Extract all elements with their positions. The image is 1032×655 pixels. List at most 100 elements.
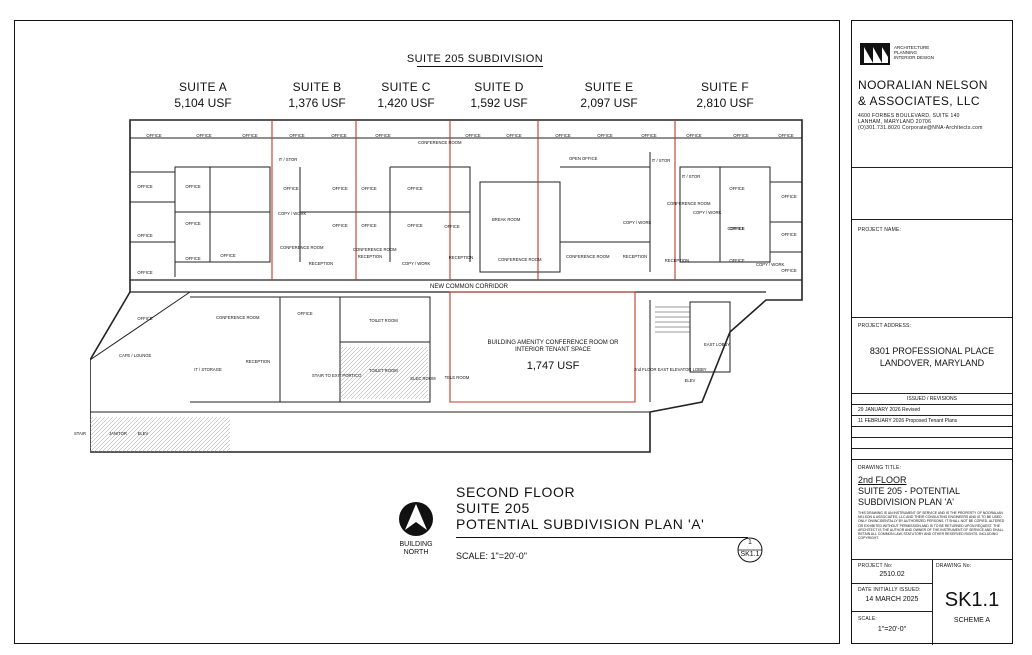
room-label: OFFICE xyxy=(407,223,423,228)
room-label: OFFICE xyxy=(686,133,702,138)
tb-divider xyxy=(852,448,1012,449)
title-line-2: SUITE 205 xyxy=(456,500,530,516)
suite-area: 2,097 USF xyxy=(580,96,638,110)
room-label: OFFICE xyxy=(137,270,153,275)
title-line-1: SECOND FLOOR xyxy=(456,484,576,500)
room-label: IT / STOR xyxy=(278,157,298,162)
tb-divider xyxy=(852,437,1012,438)
room-label: OFFICE xyxy=(778,133,794,138)
detail-bubble-icon xyxy=(737,537,763,563)
room-label: CONFERENCE ROOM xyxy=(418,140,462,145)
room-label: OFFICE xyxy=(137,316,153,321)
room-label: OFFICE xyxy=(137,184,153,189)
firm-logo xyxy=(860,43,890,70)
firm-logo-icon xyxy=(860,43,890,65)
detail-sheet: SK1.1 xyxy=(740,551,760,558)
suite-area: 1,420 USF xyxy=(377,96,435,110)
room-label: OPEN OFFICE xyxy=(569,156,598,161)
room-label: OFFICE xyxy=(196,133,212,138)
room-label: CONFERENCE ROOM xyxy=(498,257,542,262)
tb-divider xyxy=(852,317,1012,318)
drawing-sheet xyxy=(14,20,840,644)
room-label: CONFERENCE ROOM xyxy=(566,254,610,259)
title-underline xyxy=(456,537,748,538)
room-label: RECEPTION xyxy=(622,254,648,259)
room-label: OFFICE xyxy=(242,133,258,138)
drawing-no-label: DRAWING No: xyxy=(936,563,972,569)
room-label: RECEPTION xyxy=(448,255,474,260)
room-label: RECEPTION xyxy=(357,254,383,259)
project-address-label: PROJECT ADDRESS: xyxy=(858,323,912,329)
north-label: BUILDING NORTH xyxy=(399,541,433,556)
center-space-label: BUILDING AMENITY CONFERENCE ROOM OR INTE… xyxy=(487,340,619,353)
tb-divider xyxy=(852,426,1012,427)
room-label: RECEPTION xyxy=(664,258,690,263)
plan-header: SUITE 205 SUBDIVISION xyxy=(406,53,544,65)
tb-divider xyxy=(852,611,932,612)
room-label: COPY / WORK xyxy=(623,220,652,225)
title-line-3: POTENTIAL SUBDIVISION PLAN 'A' xyxy=(456,516,705,532)
room-label: 2nd FLOOR EAST ELEVATOR LOBBY xyxy=(634,367,707,372)
project-name-label: PROJECT NAME: xyxy=(858,227,902,233)
north-arrow-icon xyxy=(399,502,433,536)
room-label: OFFICE xyxy=(781,232,797,237)
center-space-area: 1,747 USF xyxy=(526,360,580,372)
firm-address: 4600 FORBES BOULEVARD, SUITE 140 LANHAM,… xyxy=(858,113,983,131)
suite-name: SUITE E xyxy=(584,80,634,94)
room-label: OFFICE xyxy=(465,133,481,138)
date-label: DATE INITIALLY ISSUED: xyxy=(858,587,921,593)
room-label: OFFICE xyxy=(375,133,391,138)
project-address: 8301 PROFESSIONAL PLACE LANDOVER, MARYLA… xyxy=(869,346,995,368)
room-label: COPY / WORK xyxy=(278,211,307,216)
corridor-label: NEW COMMON CORRIDOR xyxy=(430,284,508,290)
room-label: COFFEE xyxy=(727,226,745,231)
room-label: OFFICE xyxy=(185,221,201,226)
suite-name: SUITE A xyxy=(178,80,228,94)
room-label: IT / STOR xyxy=(651,158,671,163)
room-label: OFFICE xyxy=(283,186,299,191)
room-label: OFFICE xyxy=(729,226,745,231)
floor-plan xyxy=(90,119,803,453)
tb-divider xyxy=(852,167,1012,168)
room-label: TOILET ROOM xyxy=(369,318,398,323)
suite-area: 5,104 USF xyxy=(174,96,232,110)
room-label: OFFICE xyxy=(361,223,377,228)
logo-tagline: ARCHITECTURE PLANNING INTERIOR DESIGN xyxy=(894,45,935,60)
room-label: OFFICE xyxy=(332,186,348,191)
tb-vertical-divider xyxy=(932,559,933,645)
tb-divider xyxy=(852,219,1012,220)
suite-area: 2,810 USF xyxy=(696,96,754,110)
revision-2: 11 FEBRUARY 2026 Proposed Tenant Plans xyxy=(858,418,958,424)
room-label: TOILET ROOM xyxy=(369,368,398,373)
room-label: OFFICE xyxy=(407,186,423,191)
room-label: OFFICE xyxy=(289,133,305,138)
room-label: ELEV xyxy=(684,378,696,383)
room-label: COPY / WORK xyxy=(402,261,431,266)
project-no-label: PROJECT No: xyxy=(858,563,893,569)
room-label: ELEC ROOM xyxy=(410,376,436,381)
room-label: RECEPTION xyxy=(308,261,334,266)
suite-name: SUITE D xyxy=(474,80,524,94)
plan-header-underline xyxy=(417,66,543,67)
revision-1: 29 JANUARY 2026 Revised xyxy=(858,407,921,413)
room-label: OFFICE xyxy=(332,223,348,228)
suite-name: SUITE F xyxy=(700,80,750,94)
suite-area: 1,592 USF xyxy=(470,96,528,110)
tb-divider xyxy=(852,404,1012,405)
room-label: OFFICE xyxy=(597,133,613,138)
room-label: OFFICE xyxy=(729,186,745,191)
room-label: IT / STOR xyxy=(681,174,701,179)
room-label: OFFICE xyxy=(220,253,236,258)
room-label: BREAK ROOM xyxy=(492,217,521,222)
room-label: STAIR xyxy=(73,431,87,436)
room-label: OFFICE xyxy=(555,133,571,138)
room-label: OFFICE xyxy=(361,186,377,191)
room-label: OFFICE xyxy=(641,133,657,138)
room-label: IT / STORAGE xyxy=(194,367,222,372)
room-label: OFFICE xyxy=(729,258,745,263)
tb-divider xyxy=(852,583,932,584)
room-label: OFFICE xyxy=(297,311,313,316)
firm-name: NOORALIAN NELSON & ASSOCIATES, LLC xyxy=(858,78,988,108)
room-label: OFFICE xyxy=(733,133,749,138)
room-label: CONFERENCE ROOM xyxy=(280,245,324,250)
